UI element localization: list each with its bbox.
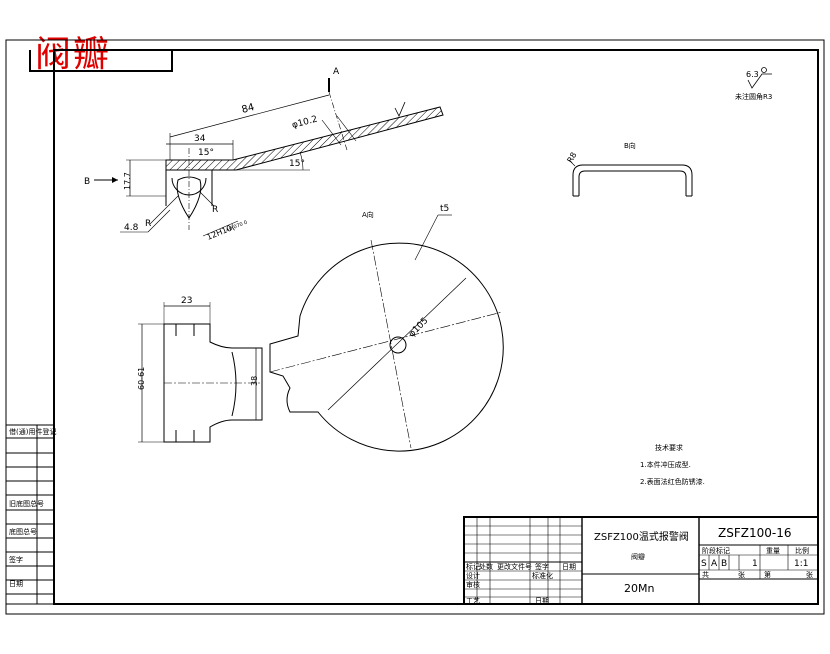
sheet-total: 共 — [702, 570, 709, 579]
stage-mark-b: B — [721, 559, 727, 569]
row1-c: 标准化 — [532, 571, 553, 580]
dim-38: 38 — [250, 376, 259, 386]
weight-value: 1 — [752, 559, 758, 569]
strip-label-4: 日期 — [9, 580, 23, 588]
dim-4-8: 4.8 — [124, 223, 139, 233]
tech-req-title: 技术要求 — [655, 443, 683, 452]
dim-dia-10-2: φ10.2 — [291, 115, 319, 131]
b-view — [568, 159, 693, 197]
roughness-value: 6.3 — [746, 70, 759, 79]
section-mark-a: A — [333, 67, 340, 77]
stage-mark-s: S — [701, 559, 707, 569]
title-product: ZSFZ100温式报警阀 — [594, 530, 689, 543]
stage-header: 阶段标记 — [702, 546, 730, 555]
row3-c: 日期 — [535, 597, 549, 605]
title-block — [463, 516, 819, 605]
dim-dia-105: φ105 — [407, 316, 430, 339]
inner-frame — [53, 49, 819, 605]
tech-req-item-1: 1.本件冲压成型. — [640, 460, 691, 469]
sheet-unit-b: 张 — [806, 570, 813, 579]
row0-c: 更改文件号 — [497, 562, 532, 571]
strip-label-2: 底图总号 — [9, 527, 37, 536]
sheet-no: 第 — [764, 570, 771, 579]
a-view-disc — [269, 214, 504, 452]
side-view — [138, 302, 263, 443]
scale-value: 1:1 — [794, 559, 808, 569]
dim-r-left: R — [145, 219, 151, 229]
dim-r-right: R — [212, 205, 218, 215]
title-part: 阀瓣 — [631, 552, 645, 561]
dim-angle-15-top: 15° — [198, 148, 214, 158]
left-strip — [5, 424, 55, 605]
dim-34: 34 — [194, 134, 206, 144]
view-label-b: B向 — [624, 141, 636, 150]
strip-label-0: 借(通)用件登记 — [9, 427, 56, 436]
dim-r8: R8 — [565, 151, 578, 165]
strip-label-1: 旧底图总号 — [9, 499, 44, 508]
dim-23: 23 — [181, 296, 192, 306]
title-drawing-no: ZSFZ100-16 — [718, 526, 791, 540]
tech-req-item-2: 2.表面法红色防锈漆. — [640, 477, 705, 486]
weight-header: 重量 — [766, 547, 780, 555]
dim-84: 84 — [241, 102, 256, 116]
dim-t5: t5 — [440, 204, 449, 214]
dim-17-7: 17.7 — [123, 172, 132, 190]
row0-d: 签字 — [535, 562, 549, 571]
view-mark-b: B — [84, 177, 90, 187]
title-material: 20Mn — [624, 582, 654, 595]
row0-b: 处数 — [479, 562, 493, 571]
row1-a: 设计 — [466, 571, 480, 580]
roughness-symbol — [747, 67, 772, 89]
row0-e: 日期 — [562, 563, 576, 571]
dim-angle-15-side: 15° — [289, 159, 305, 169]
outer-border — [5, 39, 825, 615]
strip-label-3: 签字 — [9, 555, 23, 564]
row3-a: 工艺 — [466, 597, 480, 605]
stage-mark-a: A — [711, 559, 718, 569]
scale-header: 比例 — [795, 546, 809, 555]
roughness-note: 未注圆角R3 — [735, 92, 772, 101]
dim-60-61: 60-61 — [137, 367, 146, 390]
name-box — [29, 50, 173, 72]
logo-text: 阀瓣 — [35, 34, 112, 75]
sheet-unit-a: 张 — [738, 570, 745, 579]
profile-view — [94, 78, 444, 237]
row2-a: 审核 — [466, 580, 480, 589]
row0-a: 标记 — [466, 562, 480, 571]
view-label-a: A向 — [362, 210, 374, 219]
